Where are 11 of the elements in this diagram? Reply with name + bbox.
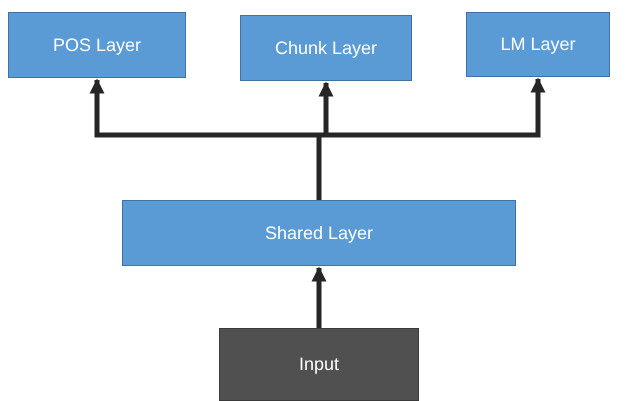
node-label: Input — [298, 353, 340, 376]
node-label: Shared Layer — [264, 222, 374, 245]
arrow — [312, 266, 326, 328]
node-label: LM Layer — [500, 33, 576, 56]
layer-box — [8, 12, 186, 78]
input-box — [219, 328, 419, 401]
node-label: Chunk Layer — [274, 36, 378, 60]
layer-box — [466, 12, 610, 77]
layer-box — [122, 200, 516, 266]
node-label: POS Layer — [52, 34, 142, 57]
layer-box — [240, 15, 412, 81]
